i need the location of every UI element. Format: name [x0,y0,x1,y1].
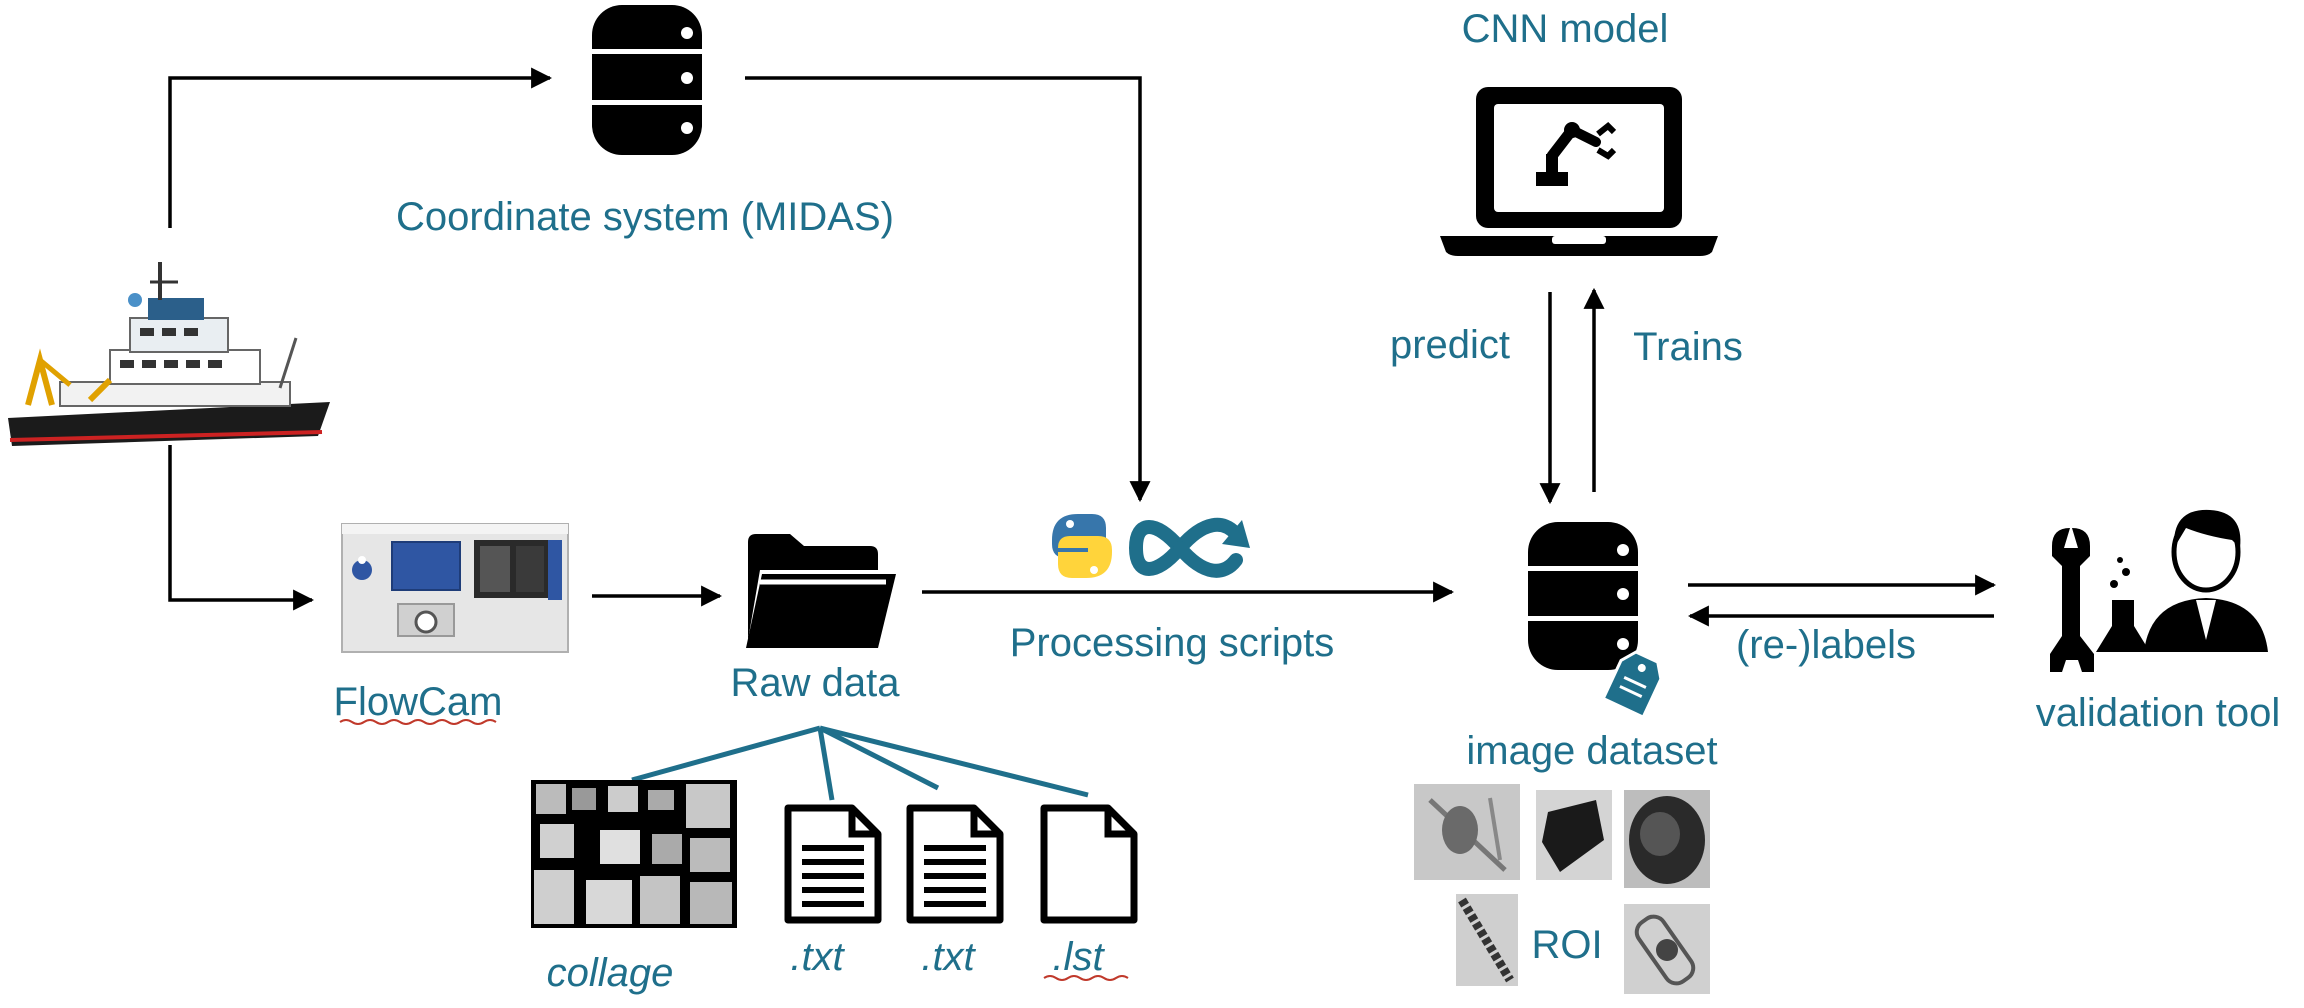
document-lines-icon [906,804,1004,924]
arrow-ship-to-coordinates [168,67,553,228]
flowcam-label: FlowCam [334,680,503,724]
ship-image [8,262,330,446]
roi-label: ROI [1531,923,1602,967]
scientist-icon [2096,509,2268,652]
connectors [168,67,1997,627]
roi-thumb-1 [1414,784,1520,880]
roi-thumb-5 [1624,904,1710,994]
txt-label-2: .txt [921,935,976,979]
txt-label-1: .txt [790,935,845,979]
dataset-database-icon [1528,522,1638,670]
infinity-refresh-icon [1128,517,1250,578]
collage-thumbnail [531,780,737,928]
cnn-model-label: CNN model [1462,7,1669,51]
roi-thumbnails [1414,784,1710,994]
laptop-robot-arm-icon [1440,87,1718,256]
validation-tool-label: validation tool [2036,691,2281,735]
relabels-label: (re-)labels [1736,623,1916,667]
rawdata-fan-lines [631,725,1089,801]
roi-thumb-3 [1624,790,1710,888]
price-tag-icon [1601,650,1663,720]
image-dataset-label: image dataset [1466,729,1717,773]
arrow-ship-to-flowcam [168,445,315,611]
flowcam-instrument-image [341,523,569,653]
predict-label: predict [1390,323,1510,367]
spellcheck-underline [339,719,497,725]
folder-icon [746,534,896,648]
python-logo-icon [1052,514,1112,578]
lst-label: .lst [1052,935,1105,979]
trains-label: Trains [1633,325,1743,369]
collage-label: collage [547,951,674,995]
roi-thumb-2 [1536,790,1612,880]
document-lines-icon [784,804,882,924]
document-blank-icon [1040,804,1138,924]
spellcheck-underline [1043,975,1129,981]
coordinate-system-label: Coordinate system (MIDAS) [396,195,894,239]
roi-thumb-4 [1456,894,1518,986]
arrow-coordinates-to-scripts [745,76,1151,503]
database-icon [592,5,702,155]
raw-data-label: Raw data [731,661,901,705]
wrench-icon [2050,528,2094,672]
processing-scripts-label: Processing scripts [1010,621,1335,665]
